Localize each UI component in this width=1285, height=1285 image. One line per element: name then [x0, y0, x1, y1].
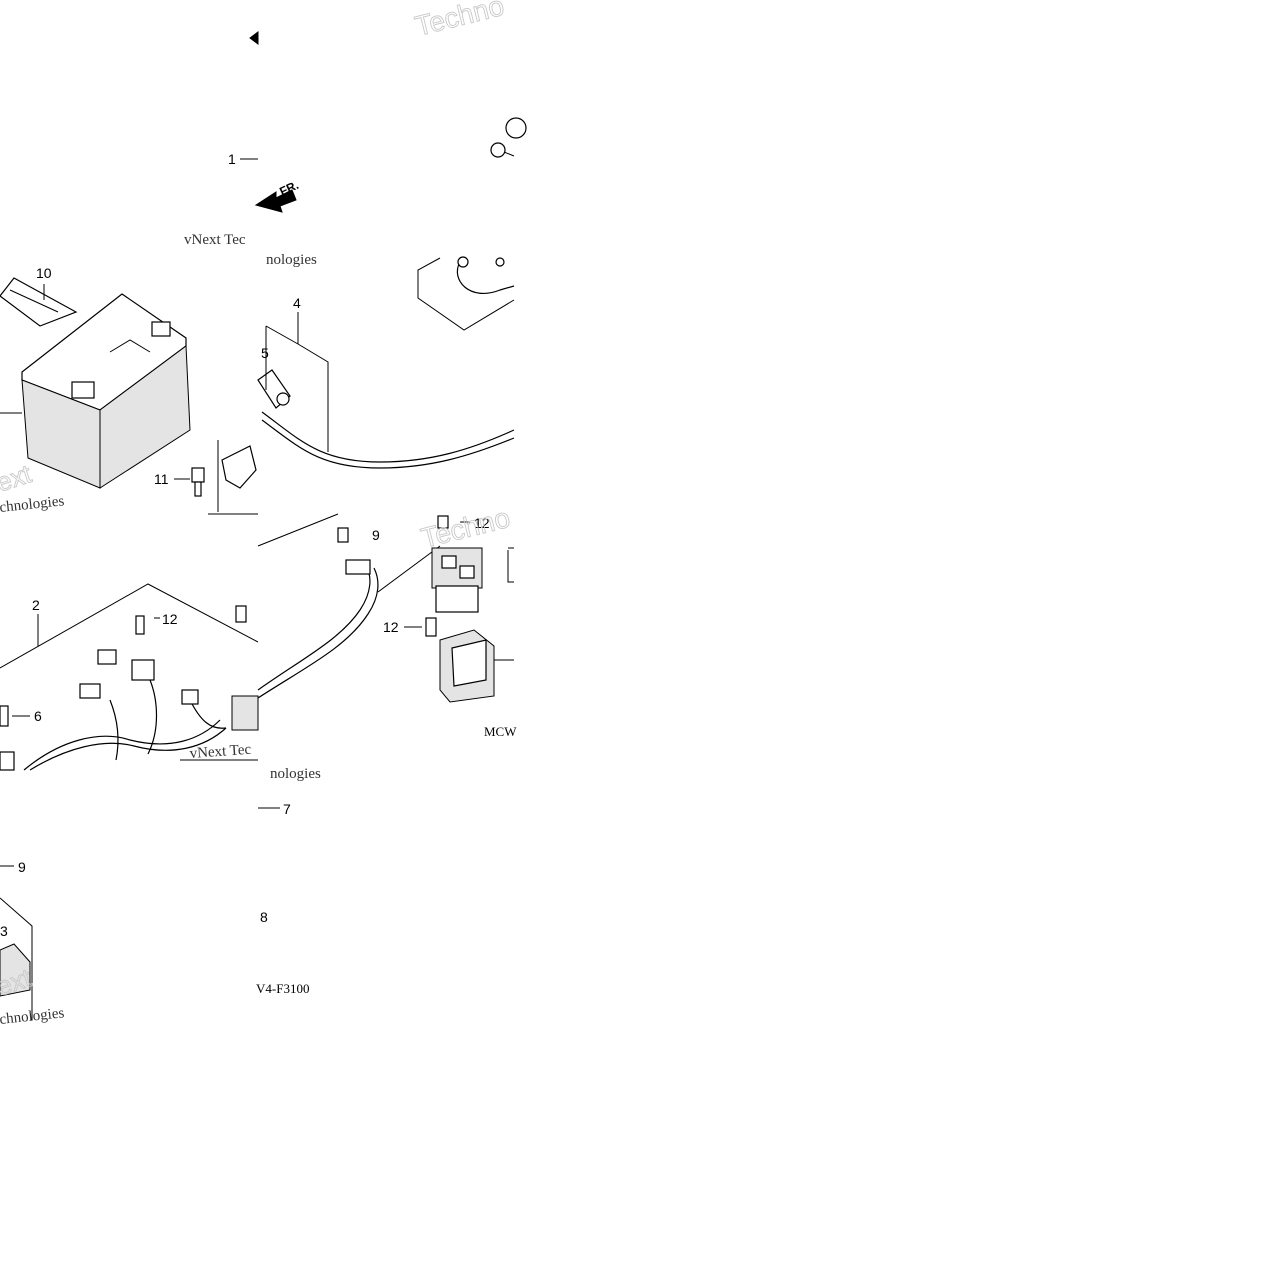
bolt: [174, 467, 205, 497]
drawing-code-top: MCW: [484, 724, 517, 739]
callout-12-fuse: 12: [383, 619, 399, 635]
watermark-harness-2: nologies: [270, 766, 321, 782]
front-direction-label: FR.: [277, 178, 300, 199]
watermark-bottom-left-2: chnologies: [0, 1005, 65, 1028]
watermark-battery-left: ext: [0, 458, 36, 497]
callout-10: 10: [36, 265, 52, 281]
battery: [0, 293, 191, 489]
callout-2: 2: [32, 597, 40, 613]
callout-6: 6: [34, 708, 42, 724]
callout-1: 1: [228, 151, 236, 167]
relay-cover: [439, 629, 495, 703]
watermark-top-middle: vNext Tec: [184, 232, 246, 248]
callout-3: 3: [0, 923, 8, 939]
callout-8: 8: [260, 909, 268, 925]
watermark-harness: vNext Tec: [189, 742, 252, 762]
callout-11: 11: [154, 471, 169, 487]
callout-9-right: 9: [372, 527, 380, 543]
front-direction-arrow: FR.: [254, 178, 301, 213]
terminal-lug: [490, 117, 527, 158]
starter-relay: [431, 515, 483, 613]
drawing-code-bottom: V4-F3100: [256, 981, 309, 996]
battery-panel: FR.: [0, 31, 301, 515]
callout-9-left: 9: [18, 859, 26, 875]
watermark-relay: Techno: [418, 502, 513, 554]
relay-panel: [257, 513, 514, 703]
callout-7: 7: [283, 801, 291, 817]
terminal-boot: [257, 369, 291, 409]
watermark-battery-left-2: chnologies: [0, 493, 65, 516]
harness-panel: [0, 583, 259, 771]
callout-12-harness: 12: [162, 611, 178, 627]
lower-strip: [0, 807, 280, 1020]
watermark-top-middle-2: nologies: [266, 252, 317, 268]
callout-12-relay: 12: [474, 515, 490, 531]
watermark-top-right: Techno: [412, 0, 507, 42]
callout-5: 5: [261, 345, 269, 361]
cable-panel: [257, 117, 527, 469]
callout-4: 4: [293, 295, 301, 311]
battery-strap: [0, 277, 78, 327]
